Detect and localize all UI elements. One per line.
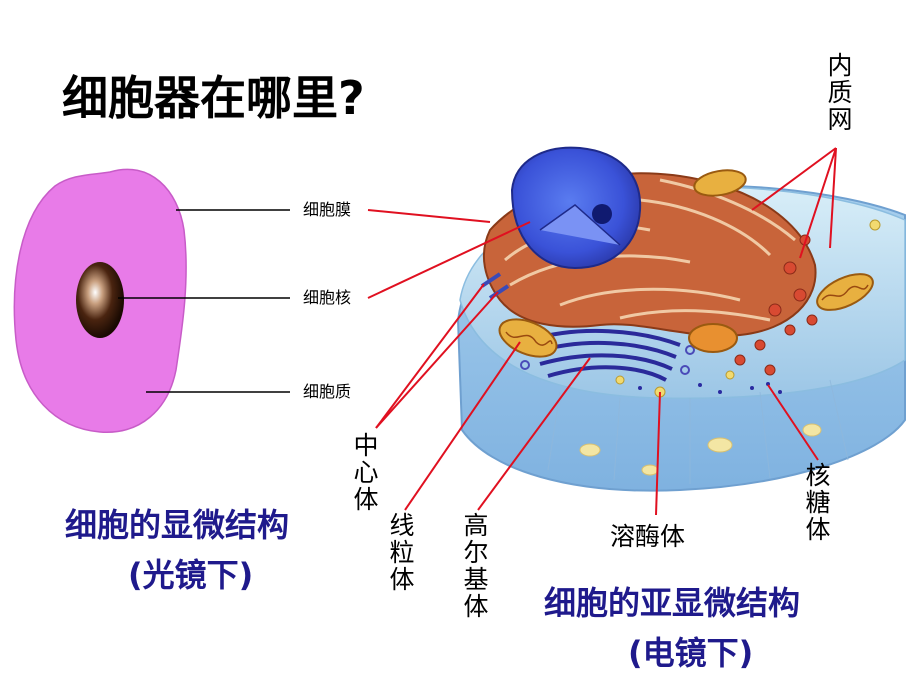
caption-light-sub: (光镜下) <box>128 556 254 594</box>
caption-light: 细胞的显微结构 <box>65 506 290 544</box>
label-centriole: 中心体 <box>350 432 379 513</box>
mitochondria <box>498 169 874 358</box>
nucleus-dot <box>76 262 124 338</box>
facet-lines <box>547 379 849 484</box>
label-mitochondria: 线粒体 <box>386 512 415 593</box>
em-label-lines <box>367 147 837 516</box>
em-nucleus <box>510 146 642 270</box>
label-er: 内质网 <box>824 52 853 133</box>
label-golgi: 高尔基体 <box>460 512 489 620</box>
page-title: 细胞器在哪里? <box>62 71 365 125</box>
caption-em: 细胞的亚显微结构 <box>544 584 801 622</box>
label-cytoplasm: 细胞质 <box>303 382 352 401</box>
label-ribosome: 核糖体 <box>802 462 831 543</box>
label-cell-nucleus: 细胞核 <box>303 288 352 307</box>
light-cell <box>13 168 290 433</box>
lysosomes <box>615 219 881 398</box>
side-vesicles <box>579 423 822 476</box>
label-lysosome: 溶酶体 <box>610 522 686 551</box>
em-cell <box>456 146 906 492</box>
centrioles <box>480 272 510 300</box>
caption-em-sub: (电镜下) <box>628 634 754 672</box>
label-cell-membrane: 细胞膜 <box>303 200 352 219</box>
light-label-lines <box>118 209 290 393</box>
